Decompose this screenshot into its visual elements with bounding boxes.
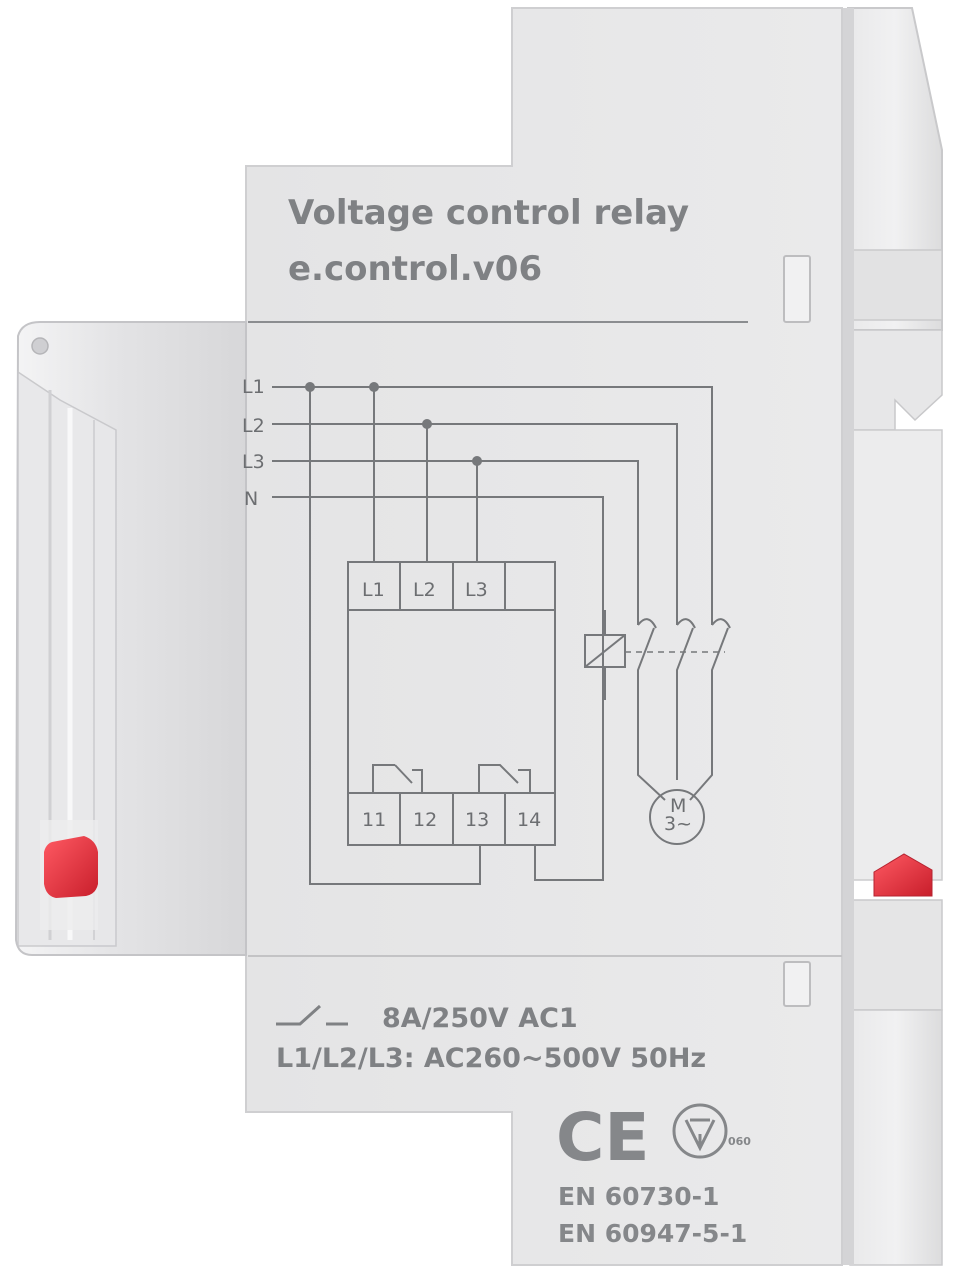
wiring-diagram: L1 L2 L3 N L1 L2 L3 11 12 13 xyxy=(242,376,731,885)
motor-symbol-phase: 3~ xyxy=(664,813,692,835)
output-terminal-13: 13 xyxy=(465,809,489,831)
device-title: Voltage control relay xyxy=(288,193,689,233)
input-terminal-l1: L1 xyxy=(362,579,385,601)
line-label-l1: L1 xyxy=(242,376,265,398)
housing-side-profile xyxy=(842,7,943,1266)
motor-icon xyxy=(649,789,705,845)
line-label-l2: L2 xyxy=(242,415,265,437)
transparent-cover xyxy=(14,321,247,956)
eac-mark-icon xyxy=(672,1103,728,1159)
line-label-n: N xyxy=(244,488,258,510)
output-terminal-12: 12 xyxy=(413,809,437,831)
device-model: e.control.v06 xyxy=(288,249,542,289)
supply-rating: L1/L2/L3: AC260~500V 50Hz xyxy=(276,1043,706,1074)
line-label-l3: L3 xyxy=(242,451,265,473)
contact-symbol-icon xyxy=(276,1004,348,1026)
motor-symbol-m: M xyxy=(670,795,686,817)
output-terminal-14: 14 xyxy=(517,809,541,831)
housing-front-face xyxy=(245,7,843,1266)
red-indicator-knob xyxy=(44,836,98,898)
standard-1: EN 60730-1 xyxy=(558,1182,719,1211)
ce-mark-icon: CE xyxy=(556,1099,650,1176)
certifications: CE 060 EN 60730-1 EN 60947-5-1 xyxy=(556,1099,751,1248)
ratings-block: 8A/250V AC1 L1/L2/L3: AC260~500V 50Hz xyxy=(276,1003,706,1074)
eac-mark-code: 060 xyxy=(728,1135,751,1148)
standard-2: EN 60947-5-1 xyxy=(558,1219,747,1248)
input-terminal-l2: L2 xyxy=(413,579,436,601)
input-terminal-l3: L3 xyxy=(465,579,488,601)
din-release-tab-icon xyxy=(873,853,933,897)
contact-rating: 8A/250V AC1 xyxy=(382,1003,578,1034)
output-terminal-11: 11 xyxy=(362,809,386,831)
